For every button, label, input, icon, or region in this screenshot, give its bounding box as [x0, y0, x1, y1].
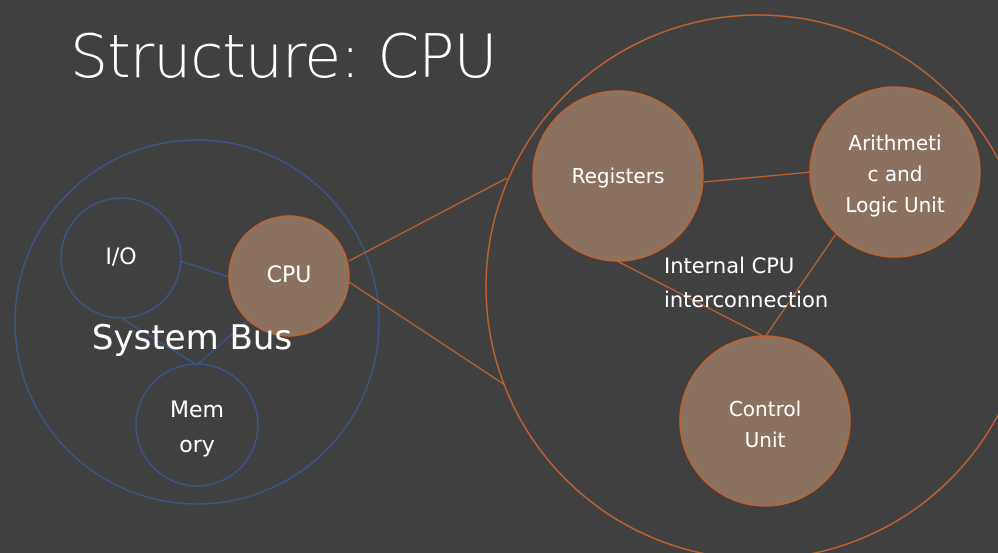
memory-label: Mem ory: [170, 398, 224, 459]
slide-title: Structure: CPU: [70, 22, 497, 92]
io-label: I/O: [105, 245, 137, 270]
internal-interconnection-label: Internal CPU interconnection: [664, 254, 829, 312]
cpu-detail-outline-circle: [485, 14, 998, 553]
registers-label: Registers: [571, 164, 665, 188]
alu-node-circle: [809, 86, 981, 258]
cpu-node-circle: [228, 215, 350, 337]
alu-label: Arithmeti c and Logic Unit: [845, 131, 945, 217]
alu-to-control-link: [764, 233, 837, 338]
registers-to-control-link: [616, 260, 766, 338]
io-to-cpu-link: [179, 260, 230, 278]
registers-to-alu-link: [703, 171, 813, 183]
cpu-to-memory-link: [196, 319, 249, 366]
zoom-line-top: [348, 177, 508, 262]
control-unit-label: Control Unit: [728, 397, 802, 452]
registers-node-circle: [532, 90, 704, 262]
system-bus-label: System Bus: [91, 318, 293, 358]
io-to-memory-link: [120, 317, 198, 366]
control-unit-node-circle: [679, 335, 851, 507]
system-outline-circle: [14, 139, 380, 505]
zoom-line-bottom: [348, 281, 506, 386]
cpu-label: CPU: [266, 263, 312, 288]
